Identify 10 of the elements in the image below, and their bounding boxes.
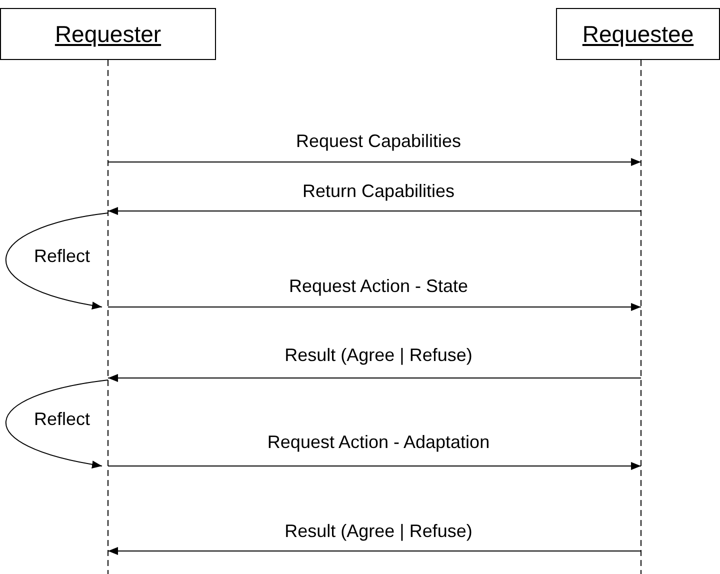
participant-box: Requestee (556, 8, 720, 60)
message-arrow (108, 547, 642, 555)
message-arrow (108, 462, 642, 470)
message-arrow (108, 207, 642, 215)
self-loop-arrow (6, 380, 108, 468)
participant-box: Requester (0, 8, 216, 60)
self-loop-arrow (6, 212, 108, 310)
message-arrow (108, 158, 642, 166)
message-arrow (108, 374, 642, 382)
message-arrow (108, 303, 642, 311)
